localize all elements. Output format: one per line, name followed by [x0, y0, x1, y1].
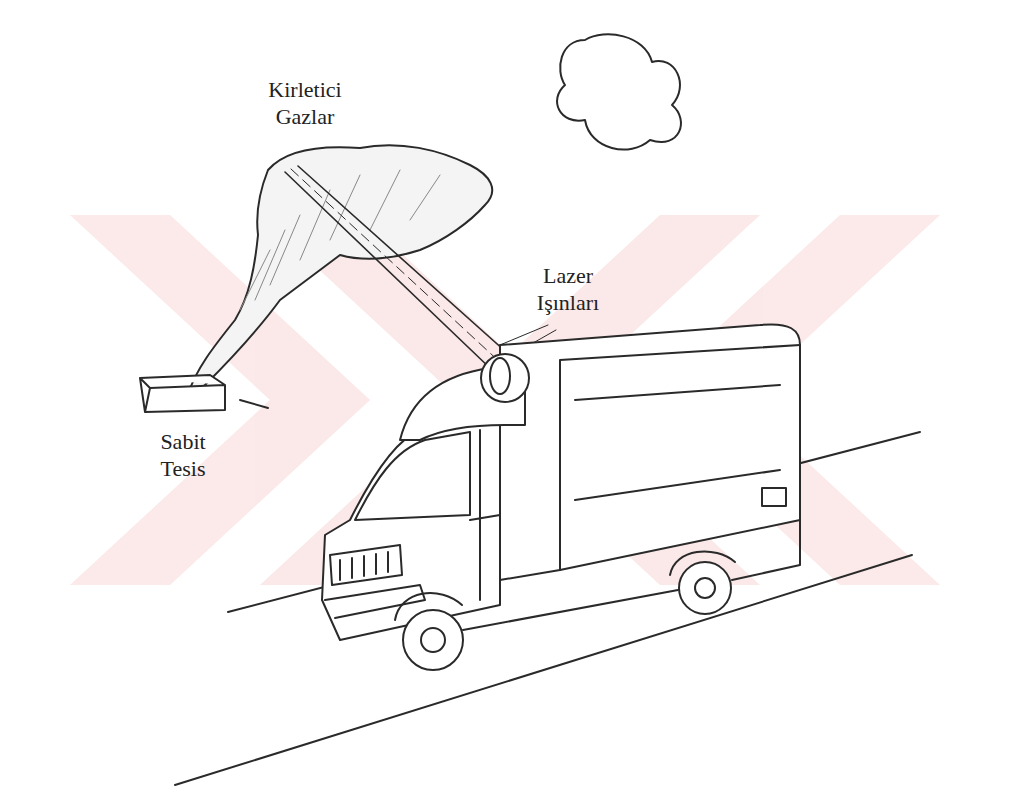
laser-beam [285, 166, 515, 370]
tail-light [762, 488, 786, 506]
plume-hatching [240, 170, 440, 310]
truck-cargo-side [560, 345, 800, 570]
fixed-facility [140, 375, 225, 412]
wheel [679, 562, 731, 614]
cab-door [470, 430, 500, 600]
wheel [403, 610, 463, 670]
pollutant-plume [188, 145, 492, 395]
text-label: Lazer Işınları [522, 262, 614, 316]
cloud [557, 34, 681, 149]
bumper [325, 585, 425, 618]
watermark [70, 215, 940, 585]
text-label: Sabit Tesis [146, 428, 220, 482]
text-label: Kirletici Gazlar [250, 76, 360, 130]
hub [695, 578, 715, 598]
grille [330, 545, 402, 585]
laser-turret [481, 354, 529, 402]
laser-beam-center [291, 169, 503, 365]
truck-cargo-box [500, 324, 800, 580]
windshield [355, 432, 470, 520]
truck-cab [322, 420, 500, 640]
wind-dash [240, 400, 268, 408]
hub [421, 628, 445, 652]
turret-lens [490, 358, 510, 394]
chassis [463, 520, 800, 630]
road-edge [175, 555, 912, 785]
